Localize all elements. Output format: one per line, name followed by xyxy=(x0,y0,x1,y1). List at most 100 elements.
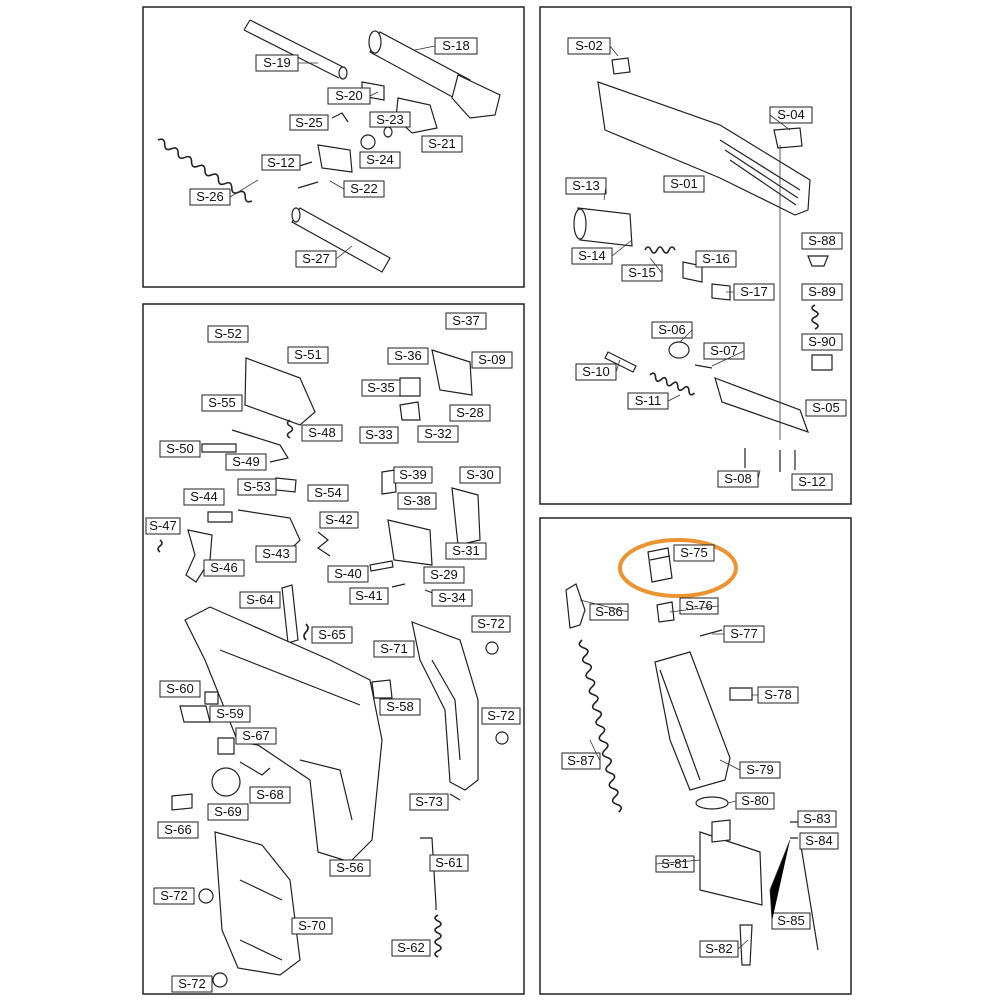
part-label: S-16 xyxy=(695,250,737,268)
svg-text:S-28: S-28 xyxy=(456,405,483,420)
part-label: S-61 xyxy=(429,854,469,872)
part-label: S-42 xyxy=(319,511,359,529)
svg-text:S-44: S-44 xyxy=(190,489,217,504)
svg-text:S-23: S-23 xyxy=(376,112,403,127)
part-label: S-58 xyxy=(379,698,421,716)
svg-text:S-78: S-78 xyxy=(764,687,791,702)
part-label: S-11 xyxy=(627,392,669,410)
part-label: S-34 xyxy=(431,589,473,607)
part-label: S-64 xyxy=(239,591,281,609)
part-label: S-41 xyxy=(349,587,389,605)
label-group-slide: S-02 S-04 S-13 S-01 S-14 S-16 S-15 S-17 … xyxy=(565,37,847,491)
svg-text:S-32: S-32 xyxy=(424,426,451,441)
part-label: S-65 xyxy=(311,626,353,644)
svg-text:S-68: S-68 xyxy=(256,787,283,802)
part-label: S-44 xyxy=(183,488,225,506)
svg-text:S-31: S-31 xyxy=(452,543,479,558)
part-label: S-88 xyxy=(801,232,843,250)
svg-text:S-70: S-70 xyxy=(298,918,325,933)
slide-parts xyxy=(573,57,833,472)
part-label: S-10 xyxy=(575,363,617,381)
svg-text:S-38: S-38 xyxy=(403,493,430,508)
svg-text:S-81: S-81 xyxy=(661,856,688,871)
part-label: S-87 xyxy=(561,752,601,770)
part-label: S-84 xyxy=(799,832,839,850)
part-label: S-78 xyxy=(757,686,799,704)
part-label: S-47 xyxy=(145,517,181,535)
svg-text:S-30: S-30 xyxy=(466,467,493,482)
part-label: S-51 xyxy=(287,346,329,364)
svg-text:S-42: S-42 xyxy=(325,512,352,527)
frame-parts xyxy=(157,349,509,988)
svg-text:S-76: S-76 xyxy=(685,598,712,613)
leader-lines xyxy=(229,45,791,950)
svg-text:S-05: S-05 xyxy=(812,400,839,415)
part-label: S-09 xyxy=(471,351,513,369)
svg-text:S-59: S-59 xyxy=(216,706,243,721)
svg-text:S-86: S-86 xyxy=(595,604,622,619)
svg-text:S-83: S-83 xyxy=(803,811,830,826)
svg-text:S-64: S-64 xyxy=(246,592,273,607)
svg-text:S-89: S-89 xyxy=(808,284,835,299)
svg-text:S-16: S-16 xyxy=(702,251,729,266)
svg-text:S-11: S-11 xyxy=(635,393,662,408)
svg-text:S-79: S-79 xyxy=(746,762,773,777)
svg-text:S-66: S-66 xyxy=(164,822,191,837)
svg-text:S-73: S-73 xyxy=(415,794,442,809)
part-label: S-79 xyxy=(739,761,781,779)
part-label: S-04 xyxy=(769,106,813,124)
part-label: S-20 xyxy=(327,87,371,105)
part-label: S-12 xyxy=(791,473,833,491)
part-label: S-18 xyxy=(434,37,478,55)
part-label: S-73 xyxy=(409,793,449,811)
svg-text:S-72: S-72 xyxy=(160,888,187,903)
svg-text:S-07: S-07 xyxy=(710,343,737,358)
svg-text:S-48: S-48 xyxy=(308,425,335,440)
svg-text:S-75: S-75 xyxy=(680,545,707,560)
part-label: S-15 xyxy=(621,264,663,282)
part-label: S-86 xyxy=(589,603,629,621)
part-label: S-30 xyxy=(459,466,501,484)
part-label: S-76 xyxy=(679,597,719,615)
svg-text:S-82: S-82 xyxy=(705,941,732,956)
svg-text:S-02: S-02 xyxy=(575,38,602,53)
highlight-ring xyxy=(618,538,738,598)
svg-text:S-56: S-56 xyxy=(336,860,363,875)
part-label: S-40 xyxy=(327,565,369,583)
svg-text:S-54: S-54 xyxy=(314,485,341,500)
part-label: S-37 xyxy=(445,312,487,330)
svg-text:S-85: S-85 xyxy=(777,913,804,928)
svg-text:S-62: S-62 xyxy=(397,940,424,955)
part-label: S-55 xyxy=(201,394,243,412)
part-label: S-36 xyxy=(387,347,429,365)
svg-text:S-61: S-61 xyxy=(435,855,462,870)
part-label: S-05 xyxy=(805,399,847,417)
svg-text:S-43: S-43 xyxy=(262,546,289,561)
svg-text:S-34: S-34 xyxy=(438,590,465,605)
svg-text:S-72: S-72 xyxy=(477,616,504,631)
svg-text:S-18: S-18 xyxy=(442,38,469,53)
svg-text:S-77: S-77 xyxy=(730,626,757,641)
svg-text:S-71: S-71 xyxy=(380,641,407,656)
svg-text:S-37: S-37 xyxy=(452,313,479,328)
part-label: S-77 xyxy=(723,625,765,643)
part-label: S-90 xyxy=(801,333,843,351)
svg-text:S-22: S-22 xyxy=(350,181,377,196)
svg-text:S-09: S-09 xyxy=(478,352,505,367)
part-label: S-38 xyxy=(397,492,437,510)
label-group-magazine: S-75 S-76 S-86 S-77 S-78 S-87 S-79 S-80 … xyxy=(561,544,839,958)
part-label: S-52 xyxy=(207,325,249,343)
svg-text:S-80: S-80 xyxy=(741,793,768,808)
part-label: S-25 xyxy=(289,114,329,131)
svg-text:S-24: S-24 xyxy=(366,152,393,167)
part-label: S-13 xyxy=(565,177,607,195)
svg-text:S-35: S-35 xyxy=(367,380,394,395)
part-label: S-07 xyxy=(703,342,745,360)
svg-text:S-33: S-33 xyxy=(365,427,392,442)
part-label: S-89 xyxy=(801,283,843,301)
svg-text:S-13: S-13 xyxy=(572,178,599,193)
svg-text:S-15: S-15 xyxy=(628,265,655,280)
magazine-parts xyxy=(565,538,819,966)
part-label: S-72 xyxy=(481,707,521,725)
svg-text:S-39: S-39 xyxy=(399,467,426,482)
